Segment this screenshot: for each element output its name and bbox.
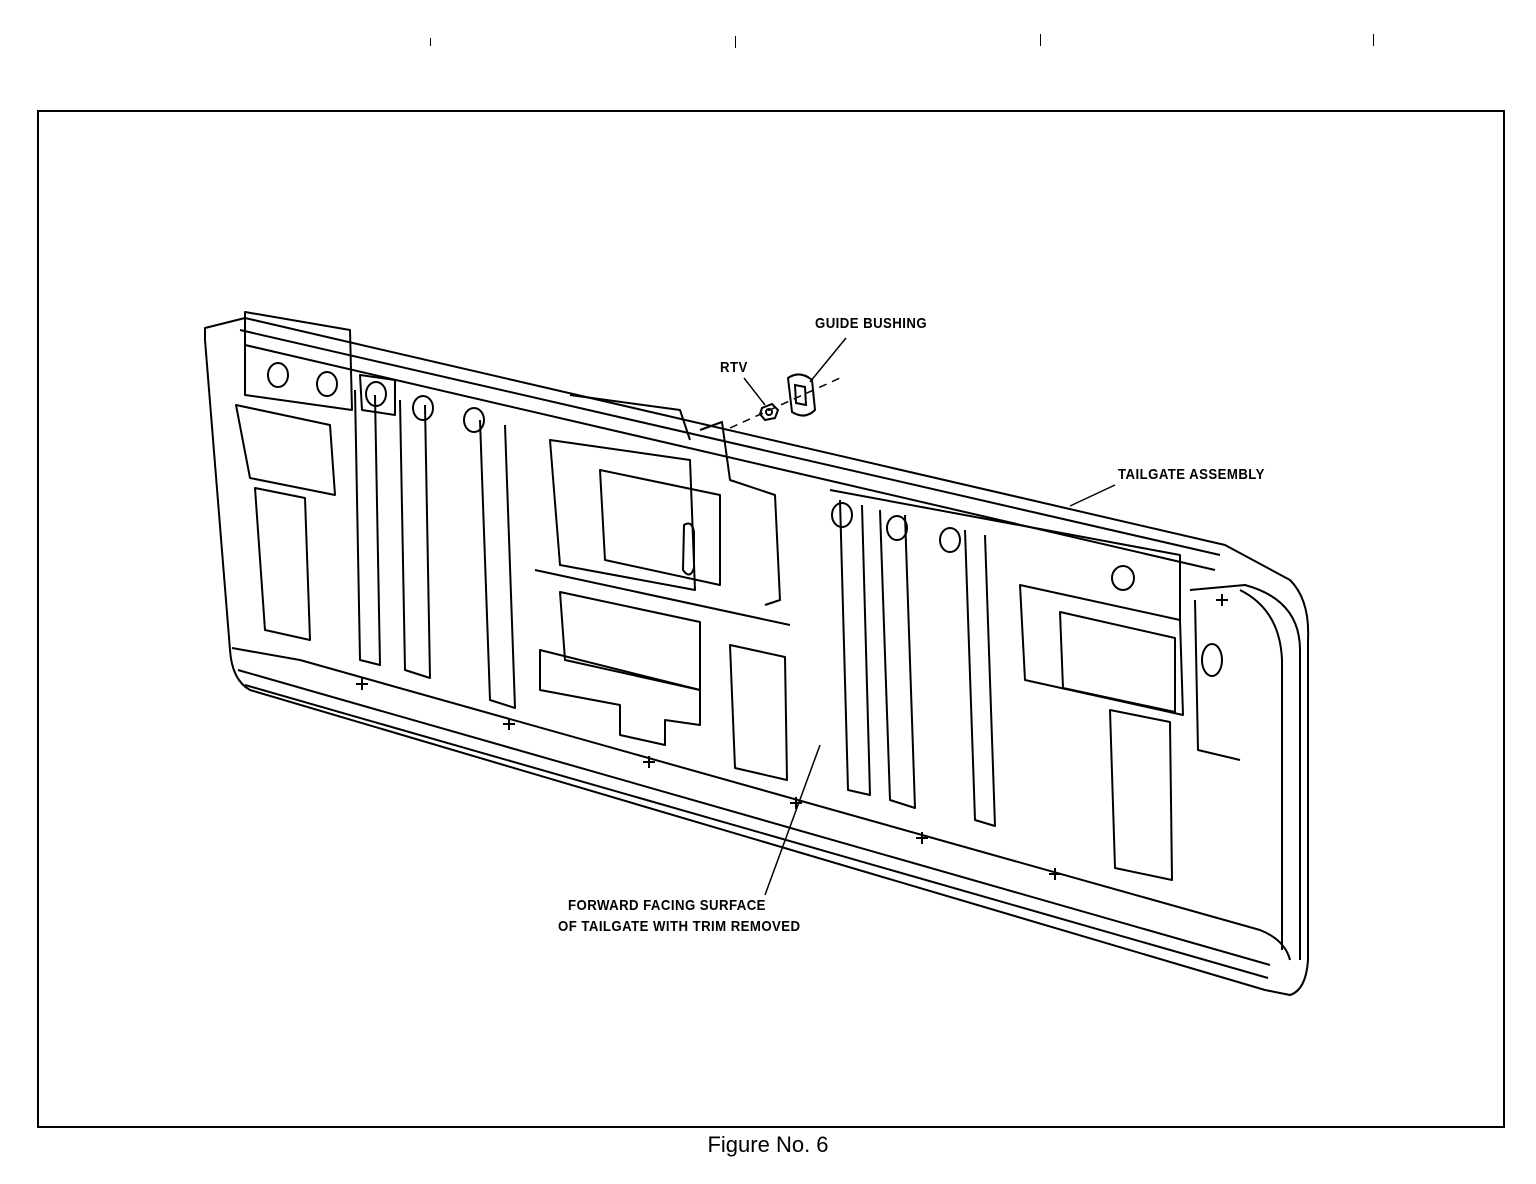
leader-rtv bbox=[743, 377, 766, 406]
fastener-mark bbox=[503, 718, 515, 730]
leader-tailgate-assembly bbox=[1069, 484, 1116, 507]
fastener-mark bbox=[916, 832, 928, 844]
forward-surface-label-line2: OF TAILGATE WITH TRIM REMOVED bbox=[558, 918, 801, 935]
latch-bracket bbox=[549, 439, 696, 591]
scan-mark bbox=[1373, 34, 1374, 46]
fastener-mark bbox=[356, 678, 368, 690]
panel-recess bbox=[235, 404, 336, 496]
figure-caption: Figure No. 6 bbox=[707, 1132, 829, 1157]
fastener-mark bbox=[1049, 868, 1061, 880]
end-cap-hole bbox=[1201, 643, 1223, 677]
scan-mark bbox=[430, 38, 431, 46]
mount-hole bbox=[831, 502, 853, 528]
fastener-mark bbox=[790, 797, 802, 809]
mount-hole bbox=[267, 362, 289, 388]
rtv-label: RTV bbox=[720, 359, 748, 376]
tailgate-outline bbox=[204, 317, 1310, 996]
scan-mark bbox=[735, 36, 736, 48]
mount-hole bbox=[939, 527, 961, 553]
guide-bushing-label: GUIDE BUSHING bbox=[815, 315, 928, 332]
scan-mark bbox=[1040, 34, 1041, 46]
mount-hole bbox=[1111, 565, 1135, 591]
forward-surface-label-line1: FORWARD FACING SURFACE bbox=[568, 897, 766, 914]
fastener-mark bbox=[1216, 594, 1228, 606]
lower-rail bbox=[231, 647, 1291, 961]
mount-hole bbox=[886, 515, 908, 541]
leader-guide-bushing bbox=[809, 337, 847, 383]
leader-forward-surface bbox=[764, 744, 821, 896]
tailgate-assembly-label: TAILGATE ASSEMBLY bbox=[1118, 466, 1265, 483]
top-rail bbox=[239, 329, 1221, 556]
figure-frame bbox=[37, 110, 1505, 1128]
mount-hole bbox=[365, 381, 387, 407]
vertical-rib bbox=[354, 389, 381, 666]
end-cap bbox=[1189, 584, 1301, 960]
alignment-line bbox=[729, 377, 841, 429]
fastener-mark bbox=[643, 756, 655, 768]
rtv-nut bbox=[758, 402, 780, 422]
handle-slot bbox=[682, 522, 695, 576]
guide-bushing-part bbox=[786, 373, 817, 417]
mount-hole bbox=[463, 407, 485, 433]
mount-hole bbox=[412, 395, 434, 421]
mount-hole bbox=[316, 371, 338, 397]
